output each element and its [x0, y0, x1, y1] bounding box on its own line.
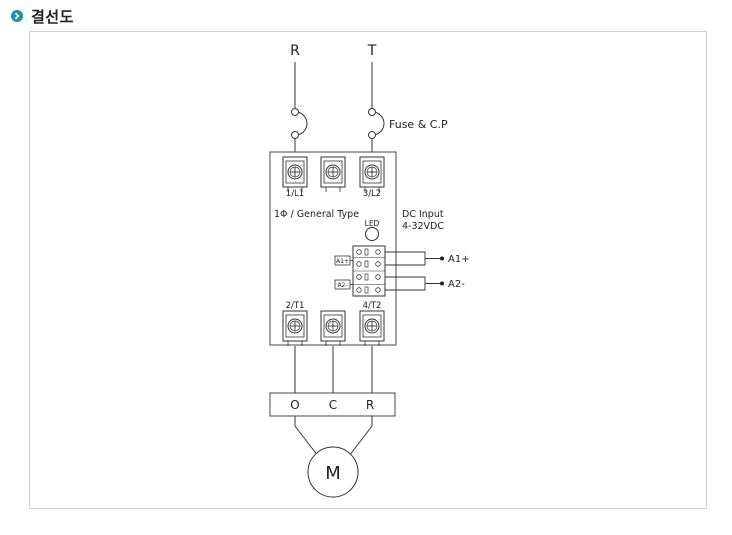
line-label-r: R	[290, 43, 300, 59]
wire-to-motor-left	[294, 416, 319, 457]
led-indicator	[365, 227, 379, 241]
input-connector	[352, 245, 386, 297]
terminal-l2	[359, 156, 385, 193]
output-label-a2: A2-	[448, 279, 465, 290]
signal-label-a2: A2-	[337, 282, 347, 289]
terminal-t1	[282, 310, 308, 347]
type-label: 1Φ / General Type	[274, 209, 359, 220]
motor-symbol	[307, 446, 359, 498]
terminal-t2	[359, 310, 385, 347]
output-label-a1: A1+	[448, 254, 470, 265]
terminal-l1	[282, 156, 308, 193]
input-wiring	[385, 251, 442, 291]
ocr-label-r: R	[366, 398, 374, 412]
terminal-label-t2: 4/T2	[363, 301, 382, 311]
chevron-right-icon	[11, 10, 23, 22]
terminal-bottom-center	[320, 310, 346, 347]
output-dot-a2	[440, 281, 444, 286]
signal-label-a1: A1+	[336, 258, 349, 265]
ocr-label-c: C	[329, 398, 337, 412]
terminal-label-l2: 3/L2	[363, 189, 381, 199]
fuse-label: Fuse & C.P	[389, 118, 448, 131]
dc-input-line1: DC Input	[402, 209, 444, 220]
dc-input-line2: 4-32VDC	[402, 221, 444, 232]
terminal-label-l1: 1/L1	[286, 189, 304, 199]
ocr-block	[269, 392, 396, 417]
led-label: LED	[365, 219, 380, 228]
line-label-t: T	[367, 43, 377, 59]
section-title: 결선도	[31, 7, 74, 26]
section-heading: 결선도	[11, 6, 74, 26]
fuse-r	[291, 108, 308, 139]
wire-to-motor-right	[348, 416, 373, 457]
terminal-top-center	[320, 156, 346, 193]
output-dot-a1	[440, 256, 444, 261]
terminal-label-t1: 2/T1	[286, 301, 305, 311]
ocr-label-o: O	[290, 398, 299, 412]
fuse-t	[368, 108, 385, 139]
motor-label: M	[325, 463, 341, 484]
